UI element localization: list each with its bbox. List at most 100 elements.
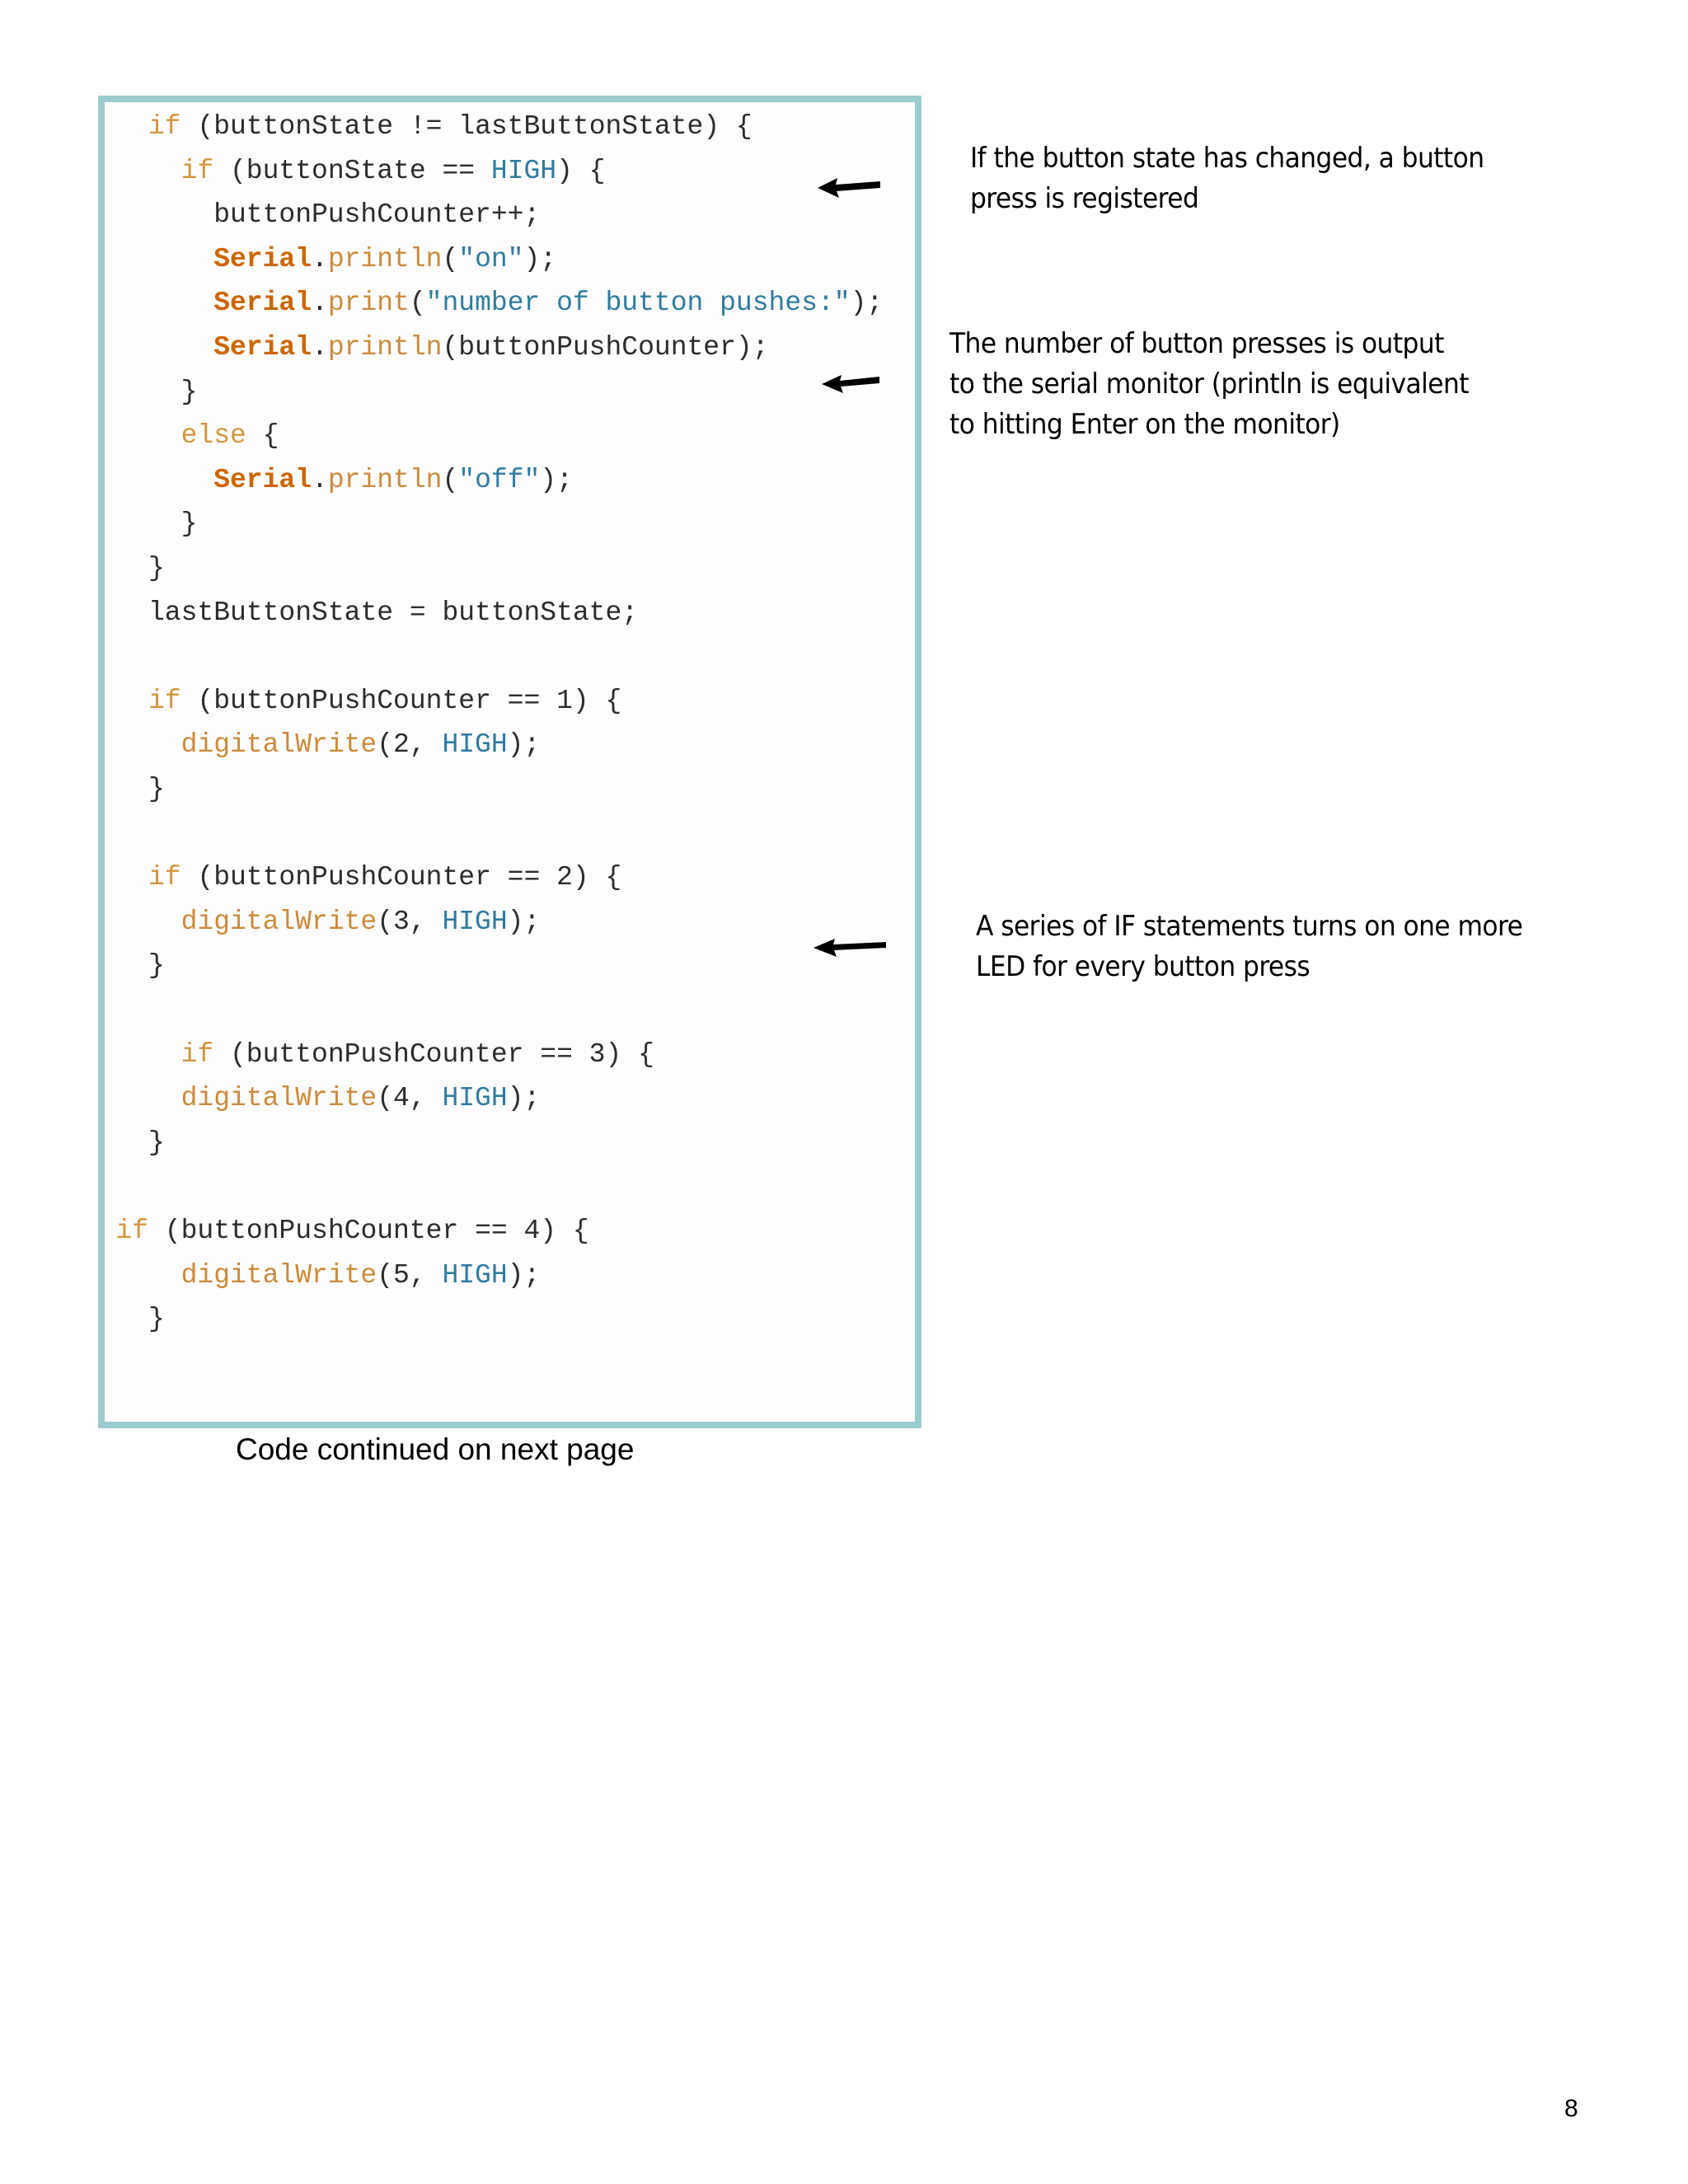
code-token-p: (5,	[377, 1259, 443, 1291]
code-token-p: (buttonPushCounter == 2) {	[181, 862, 622, 893]
code-line: lastButtonState = buttonState;	[148, 591, 638, 635]
annotation-line: to hitting Enter on the monitor)	[950, 408, 1340, 441]
code-line: if (buttonPushCounter == 4) {	[115, 1209, 588, 1254]
left-arrow-icon	[818, 178, 880, 198]
code-line: if (buttonState == HIGH) {	[181, 149, 606, 194]
code-line: if (buttonPushCounter == 1) {	[148, 679, 621, 724]
code-token-cls: Serial	[213, 332, 312, 363]
code-line: if (buttonPushCounter == 2) {	[148, 855, 621, 900]
code-line: if (buttonState != lastButtonState) {	[148, 105, 753, 149]
code-line: Serial.println(buttonPushCounter);	[213, 326, 768, 370]
code-token-cls: Serial	[213, 243, 312, 274]
page-number: 8	[1564, 2095, 1578, 2122]
annotation-if-series: A series of IF statements turns on one m…	[976, 907, 1523, 987]
code-line: digitalWrite(2, HIGH);	[181, 723, 541, 767]
code-token-const: HIGH	[490, 155, 557, 186]
code-token-fn: digitalWrite	[181, 729, 377, 761]
code-token-const: HIGH	[442, 1083, 508, 1114]
code-token-p: (3,	[377, 906, 443, 937]
code-token-p: );	[507, 1259, 541, 1291]
code-token-p: (buttonState ==	[213, 155, 491, 186]
code-line: digitalWrite(5, HIGH);	[181, 1254, 541, 1298]
annotation-line: A series of IF statements turns on one m…	[976, 910, 1523, 943]
code-token-p: lastButtonState = buttonState;	[148, 597, 639, 628]
code-token-p: }	[148, 1127, 165, 1158]
code-line: digitalWrite(3, HIGH);	[181, 900, 541, 944]
code-token-p: (	[442, 464, 459, 495]
code-token-const: HIGH	[442, 906, 508, 937]
code-token-kw: if	[115, 1216, 148, 1246]
code-token-str: "off"	[458, 464, 541, 495]
code-token-p: }	[148, 553, 165, 583]
code-token-p: );	[523, 243, 557, 274]
code-token-fn: digitalWrite	[181, 906, 377, 937]
annotation-line: press is registered	[970, 182, 1199, 215]
code-token-str: "number of button pushes:"	[425, 288, 851, 319]
code-token-p: .	[312, 464, 328, 495]
left-arrow-icon	[822, 375, 879, 393]
code-token-str: "on"	[458, 243, 524, 274]
code-token-fn: println	[327, 243, 443, 274]
code-token-p: (buttonPushCounter == 4) {	[148, 1216, 589, 1246]
code-line: }	[181, 370, 198, 415]
code-token-kw: else	[181, 420, 246, 452]
annotation-line: LED for every button press	[976, 950, 1311, 983]
annotation-line: to the serial monitor (println is equiva…	[950, 368, 1470, 401]
code-line: Serial.println("on");	[213, 237, 556, 282]
code-token-kw: if	[148, 111, 181, 142]
code-token-const: HIGH	[442, 729, 508, 761]
code-line: digitalWrite(4, HIGH);	[181, 1076, 541, 1121]
code-token-p: );	[507, 729, 541, 761]
code-token-p: }	[181, 376, 198, 407]
code-token-p: }	[148, 950, 165, 982]
code-token-kw: if	[148, 862, 181, 893]
code-token-p: .	[312, 332, 328, 363]
code-token-p: ) {	[556, 155, 606, 186]
code-token-fn: println	[327, 332, 443, 363]
continuation-caption: Code continued on next page	[236, 1432, 635, 1466]
code-line: }	[148, 1121, 165, 1165]
code-line: buttonPushCounter++;	[213, 193, 540, 237]
code-token-p: }	[181, 509, 198, 540]
code-token-p: );	[507, 1083, 541, 1114]
annotation-button-state-changed: If the button state has changed, a butto…	[970, 138, 1484, 219]
code-token-p: (2,	[377, 729, 443, 761]
code-token-fn: println	[327, 464, 443, 495]
code-token-p: );	[507, 906, 541, 937]
code-line: }	[148, 546, 165, 591]
code-token-fn: digitalWrite	[181, 1259, 377, 1291]
code-line: }	[181, 502, 198, 546]
code-token-p: }	[148, 1304, 165, 1335]
code-token-cls: Serial	[213, 288, 312, 319]
code-token-p: (buttonPushCounter);	[442, 332, 769, 363]
code-line: Serial.print("number of button pushes:")…	[213, 281, 883, 326]
code-token-p: buttonPushCounter++;	[213, 199, 541, 231]
code-token-p: );	[850, 288, 884, 319]
code-token-kw: if	[181, 1038, 214, 1070]
code-token-p: .	[312, 288, 328, 319]
code-token-p: (buttonPushCounter == 3) {	[213, 1038, 654, 1070]
code-token-p: (buttonState != lastButtonState) {	[181, 111, 753, 142]
code-token-kw: if	[181, 155, 214, 186]
annotation-line: The number of button presses is output	[950, 327, 1444, 360]
code-listing-box: if (buttonState != lastButtonState) {if …	[98, 96, 921, 1428]
code-line: }	[148, 1297, 165, 1342]
code-token-fn: digitalWrite	[181, 1083, 377, 1114]
code-token-p: }	[148, 774, 165, 804]
code-token-p: .	[312, 243, 328, 274]
code-token-fn: print	[327, 288, 410, 319]
code-token-kw: if	[148, 685, 181, 716]
left-arrow-icon	[814, 939, 886, 957]
code-line: else {	[181, 414, 279, 458]
code-line: if (buttonPushCounter == 3) {	[181, 1033, 654, 1077]
code-token-p: (	[442, 243, 459, 274]
code-token-p: (buttonPushCounter == 1) {	[181, 685, 622, 716]
annotation-serial-output: The number of button presses is output t…	[950, 324, 1470, 445]
code-token-p: (4,	[377, 1083, 443, 1114]
code-token-p: (	[409, 288, 426, 319]
code-line: }	[148, 944, 165, 988]
code-token-p: );	[540, 464, 573, 495]
code-token-p: {	[246, 420, 279, 452]
code-token-const: HIGH	[442, 1259, 508, 1291]
code-token-cls: Serial	[213, 464, 312, 495]
